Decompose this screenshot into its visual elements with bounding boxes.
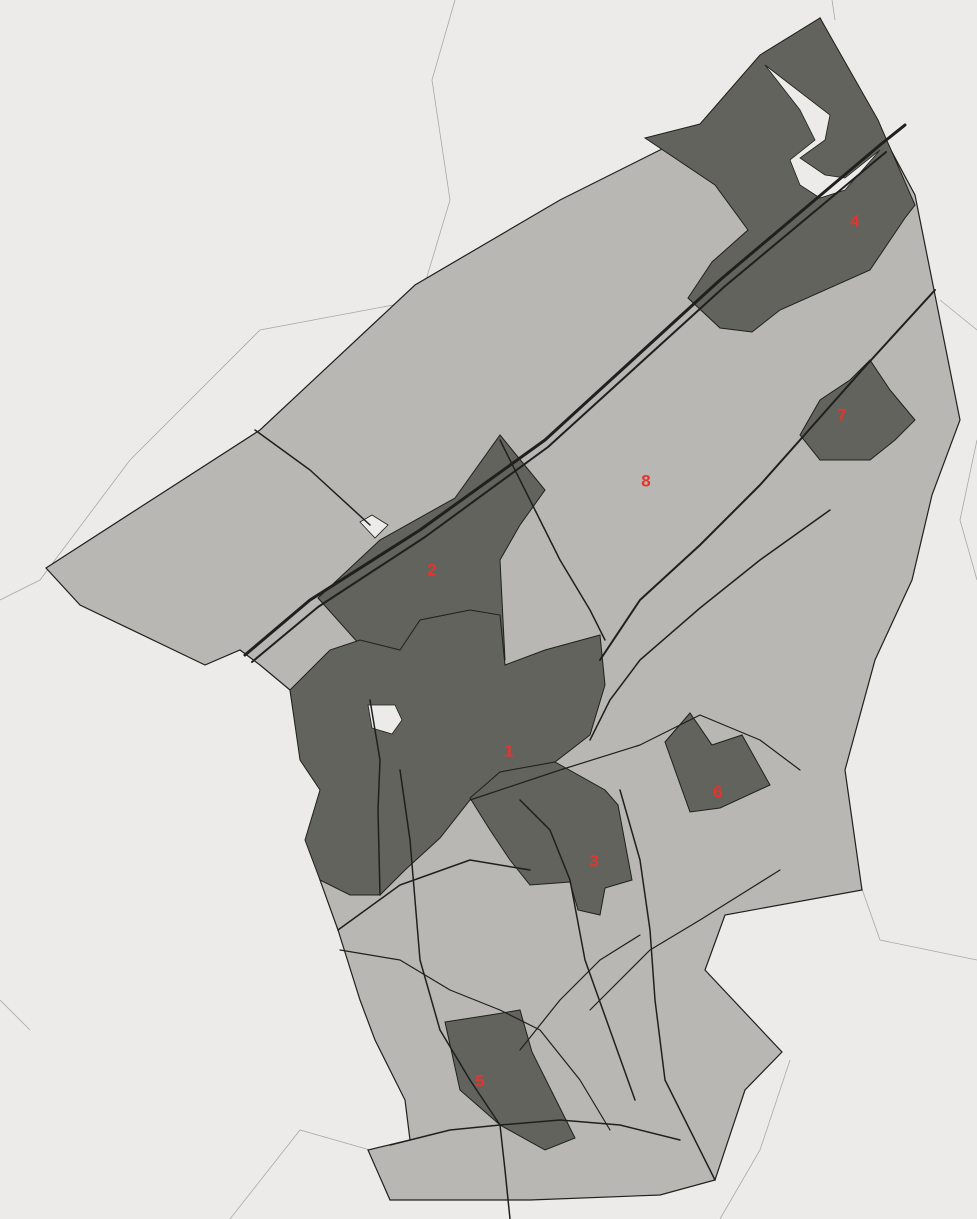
road-south-b	[519, 799, 636, 1101]
road-southwest	[337, 859, 531, 931]
clearing-centre	[367, 704, 403, 735]
clearing-top	[764, 64, 881, 199]
zone-label-1: 1	[504, 741, 513, 760]
road-mid-north	[499, 439, 606, 641]
road-south-c	[619, 789, 716, 1181]
zone-label-6: 6	[713, 782, 722, 801]
road-diagonal-3	[589, 869, 781, 1011]
road-south-cross	[389, 1119, 681, 1146]
zone-1-area	[289, 609, 606, 896]
zone-label-3: 3	[589, 851, 598, 870]
canal-lower	[251, 151, 887, 663]
zone-4-area	[643, 17, 916, 333]
road-east-zone6	[469, 714, 801, 801]
canal-upper	[243, 123, 907, 657]
zone-label-5: 5	[475, 1071, 484, 1090]
clearings	[359, 64, 881, 735]
road-diagonal-1	[589, 509, 831, 741]
zone-label-7: 7	[837, 405, 846, 424]
road-west-boundary	[254, 429, 371, 526]
zone-label-4: 4	[850, 211, 860, 230]
zone-label-2: 2	[427, 560, 436, 579]
zone-label-8: 8	[641, 471, 650, 490]
road-diagonal-2	[339, 949, 611, 1131]
road-ring	[369, 699, 381, 896]
road-south-a	[399, 769, 501, 1126]
roads	[243, 123, 936, 1219]
dark-areas	[289, 17, 916, 1151]
road-east	[599, 289, 936, 661]
zone-7-area	[799, 359, 916, 461]
road-ne-edge	[519, 934, 641, 1051]
zone-labels: 1 2 3 4 5 6 7 8	[427, 211, 860, 1090]
clearing-canal	[359, 514, 389, 539]
zone-3-area	[469, 761, 633, 916]
road-south-spur	[499, 1124, 511, 1219]
